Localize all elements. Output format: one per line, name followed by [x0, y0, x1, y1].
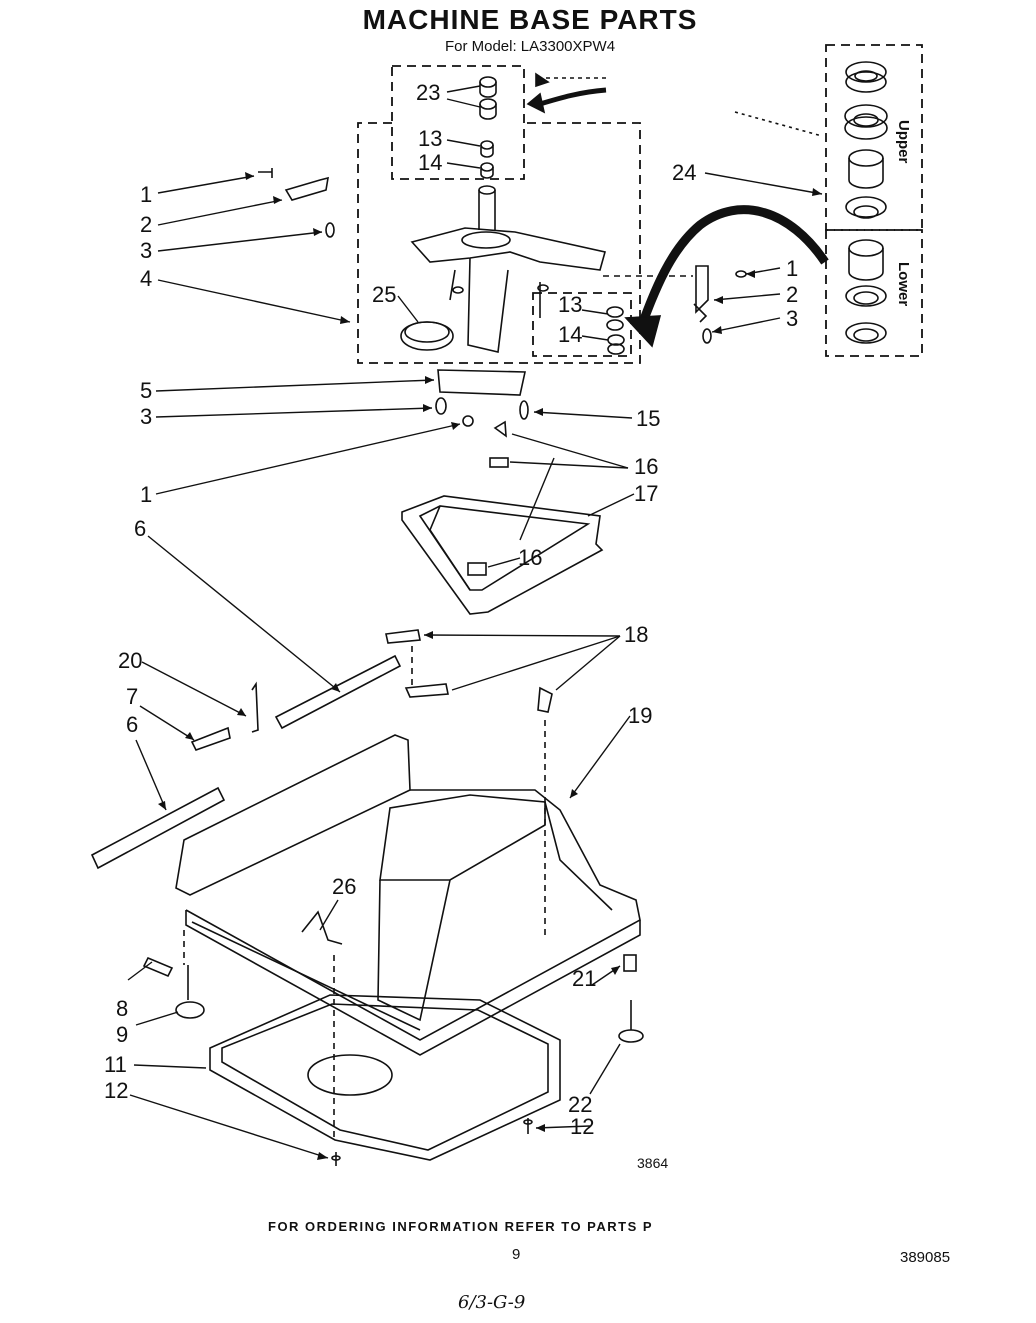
callout-13: 13	[558, 292, 583, 317]
curved-arrow-bearings	[635, 205, 829, 332]
dashed-box-13-14-lower	[532, 292, 632, 357]
bearings-lower	[845, 239, 887, 344]
callout-24: 24	[672, 160, 697, 185]
dashed-box-lower-bearings	[825, 229, 923, 357]
rollers-lower	[606, 306, 625, 355]
callout-1: 1	[140, 182, 153, 207]
callout-26: 26	[332, 874, 357, 899]
dashed-box-23-13-14	[391, 65, 525, 180]
lower-bearing-label: Lower	[895, 262, 912, 307]
strap-5	[437, 369, 526, 396]
dashed-box-upper-bearings	[825, 44, 923, 231]
handwritten-note: 6/3-G-9	[458, 1292, 526, 1313]
spring-7	[190, 726, 231, 751]
callout-12: 12	[570, 1114, 595, 1139]
callout-6: 6	[134, 516, 147, 541]
bracket-right	[603, 265, 747, 344]
callout-3: 3	[786, 306, 799, 331]
callout-5: 5	[140, 378, 153, 403]
document-number: 389085	[900, 1249, 951, 1266]
callout-2: 2	[786, 282, 799, 307]
callout-13: 13	[418, 126, 443, 151]
page-number: 9	[512, 1246, 521, 1263]
callout-6: 6	[126, 712, 139, 737]
callout-23: 23	[416, 80, 441, 105]
base-pan-11	[209, 994, 561, 1161]
frame-17	[401, 495, 604, 615]
callout-25: 25	[372, 282, 397, 307]
callout-2: 2	[140, 212, 153, 237]
callout-17: 17	[634, 481, 659, 506]
callout-15: 15	[636, 406, 661, 431]
callout-3: 3	[140, 404, 153, 429]
bearings-upper	[844, 61, 888, 219]
callout-16: 16	[518, 545, 543, 570]
callout-14: 14	[558, 322, 583, 347]
callout-16: 16	[634, 454, 659, 479]
rollers-top	[479, 76, 497, 179]
illustration-code: 3864	[637, 1155, 669, 1171]
gearcase	[410, 185, 606, 353]
ordering-info-footer: FOR ORDERING INFORMATION REFER TO PARTS …	[268, 1219, 654, 1234]
callout-1: 1	[140, 482, 153, 507]
callout-3: 3	[140, 238, 153, 263]
leader-lines	[127, 85, 823, 1159]
callout-18: 18	[624, 622, 649, 647]
callout-14: 14	[418, 150, 443, 175]
group-boxes	[357, 44, 923, 364]
callout-9: 9	[116, 1022, 129, 1047]
callout-19: 19	[628, 703, 653, 728]
callout-4: 4	[140, 266, 153, 291]
page-title: MACHINE BASE PARTS	[362, 4, 698, 35]
callout-11: 11	[104, 1052, 127, 1077]
bracket-left	[258, 168, 335, 238]
base-frame-19	[175, 734, 641, 1056]
arrowheads	[158, 172, 822, 1160]
callout-21: 21	[572, 966, 597, 991]
bar-6-lower	[90, 786, 226, 870]
bar-6-upper	[274, 654, 402, 730]
upper-bearing-label: Upper	[895, 120, 912, 164]
dashed-box-transmission	[357, 122, 641, 364]
callout-7: 7	[126, 684, 139, 709]
callout-1: 1	[786, 256, 799, 281]
arrow-to-box	[539, 87, 607, 107]
callout-12: 12	[104, 1078, 129, 1103]
callout-8: 8	[116, 996, 129, 1021]
model-subtitle: For Model: LA3300XPW4	[444, 38, 616, 55]
callout-22: 22	[568, 1092, 593, 1117]
callout-20: 20	[118, 648, 143, 673]
